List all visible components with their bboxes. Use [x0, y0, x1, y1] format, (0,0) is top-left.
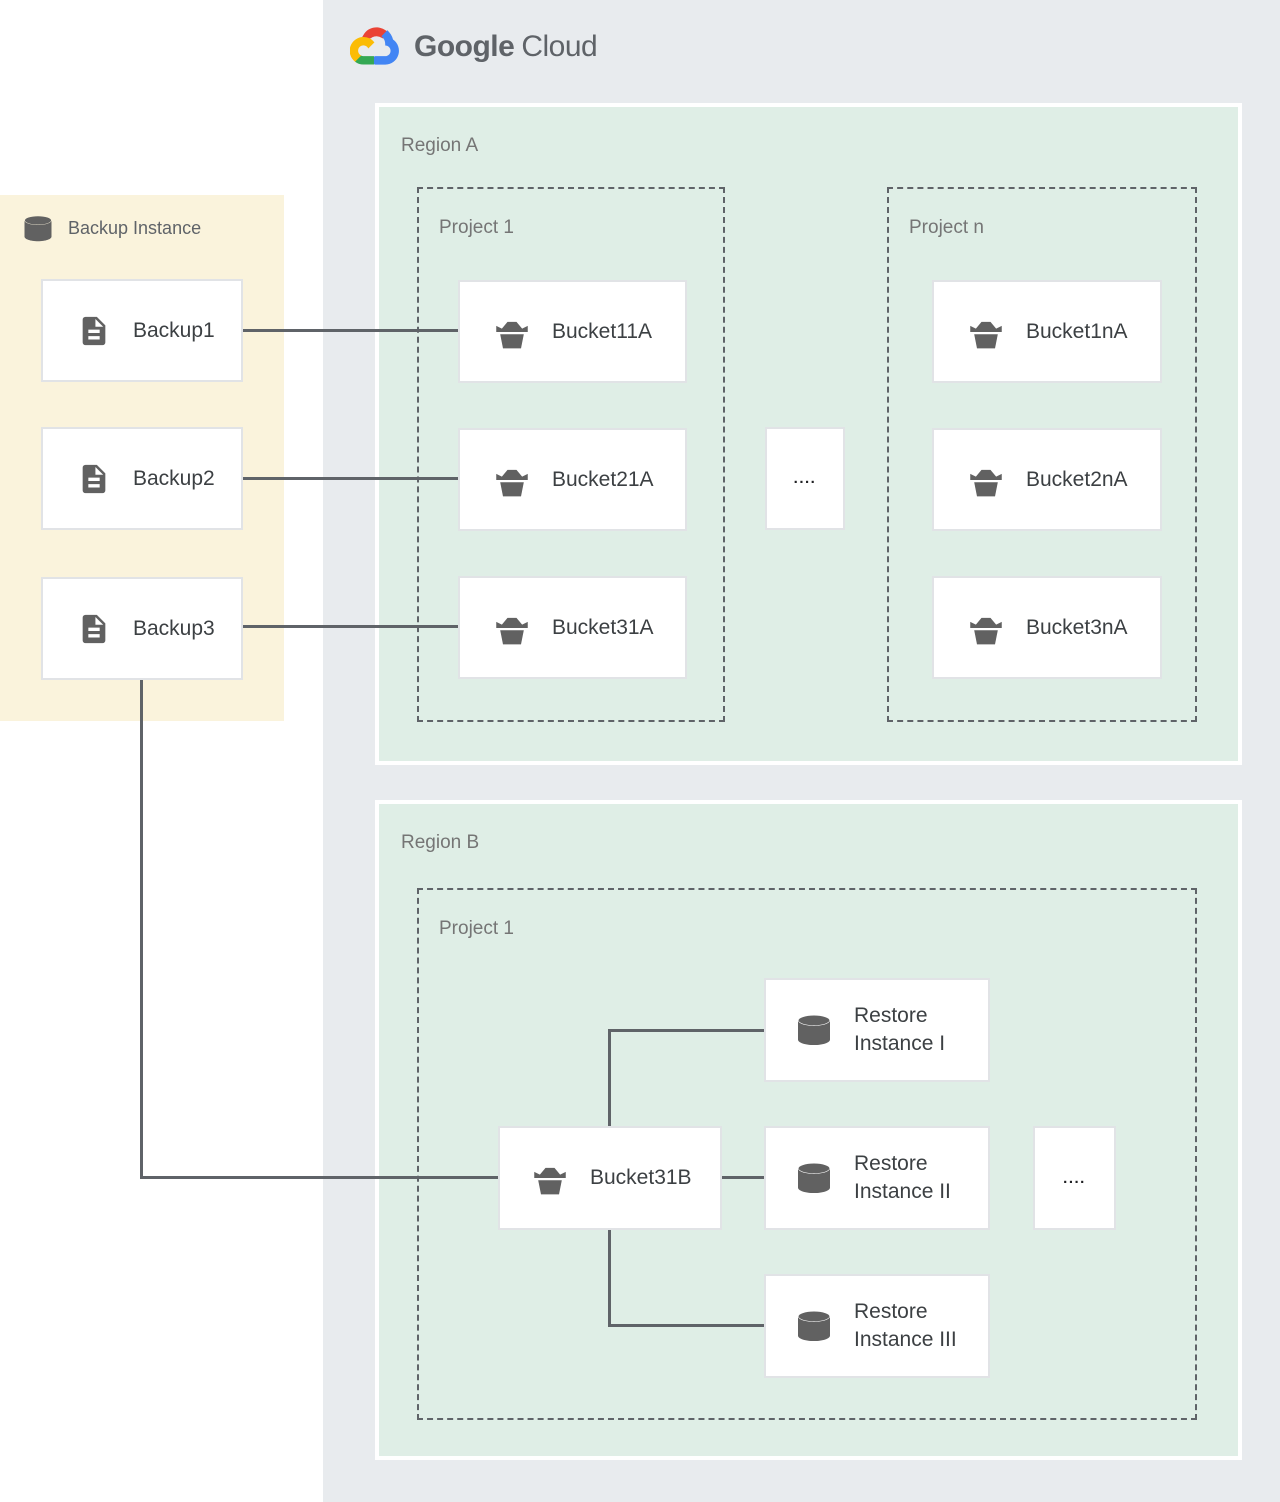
connector-backup3-down-segment	[140, 680, 143, 1179]
connector-backup2-bucket21a	[243, 477, 458, 480]
connector-bucket31b-restore2	[722, 1176, 764, 1179]
region-a-project-1-label: Project 1	[439, 217, 514, 238]
restore-instance-2-label: Restore Instance II	[854, 1150, 951, 1206]
restore-2-line2: Instance II	[854, 1180, 951, 1203]
database-icon	[794, 1014, 834, 1046]
storage-bucket-icon	[966, 314, 1006, 350]
connector-backup1-bucket11a	[243, 329, 458, 332]
node-bucket11a: Bucket11A	[458, 280, 687, 383]
logo-word-cloud: Cloud	[521, 30, 598, 63]
storage-bucket-icon	[966, 462, 1006, 498]
connector-backup3-bucket31a	[243, 625, 458, 628]
node-backup1: Backup1	[41, 279, 243, 382]
region-b-label: Region B	[401, 832, 480, 853]
bucket31a-label: Bucket31A	[552, 615, 654, 639]
node-ellipsis-region-a: ....	[765, 427, 845, 530]
restore-instance-1-label: Restore Instance I	[854, 1002, 945, 1058]
google-cloud-icon	[350, 27, 399, 65]
restore-3-line1: Restore	[854, 1300, 928, 1323]
ellipsis-label: ....	[793, 470, 817, 487]
connector-bucket31b-restore1	[608, 1029, 764, 1032]
storage-bucket-icon	[492, 314, 532, 350]
backup-instance-title: Backup Instance	[68, 218, 202, 238]
backup1-label: Backup1	[133, 318, 215, 342]
node-bucket31b: Bucket31B	[498, 1126, 722, 1230]
node-restore-instance-1: Restore Instance I	[764, 978, 990, 1082]
node-ellipsis-region-b: ....	[1033, 1126, 1116, 1230]
region-a-project-1-box: Project 1	[417, 187, 725, 722]
bucket21a-label: Bucket21A	[552, 467, 654, 491]
node-bucket2na: Bucket2nA	[932, 428, 1162, 531]
backup-instance-header: Backup Instance	[20, 215, 201, 242]
storage-bucket-icon	[530, 1160, 570, 1196]
storage-bucket-icon	[492, 462, 532, 498]
bucket11a-label: Bucket11A	[552, 319, 653, 343]
node-restore-instance-2: Restore Instance II	[764, 1126, 990, 1230]
restore-instance-3-label: Restore Instance III	[854, 1298, 957, 1354]
backup3-label: Backup3	[133, 616, 215, 640]
restore-1-line1: Restore	[854, 1004, 928, 1027]
ellipsis-label: ....	[1063, 1169, 1086, 1187]
database-icon	[794, 1310, 834, 1342]
document-icon	[77, 312, 111, 350]
connector-backup3-bucket31b	[140, 1176, 498, 1179]
node-bucket3na: Bucket3nA	[932, 576, 1162, 679]
storage-bucket-icon	[492, 610, 532, 646]
node-backup3: Backup3	[41, 577, 243, 680]
node-restore-instance-3: Restore Instance III	[764, 1274, 990, 1378]
connector-bucket31b-up-segment	[608, 1029, 611, 1126]
backup2-label: Backup2	[133, 466, 215, 490]
node-bucket21a: Bucket21A	[458, 428, 687, 531]
connector-bucket31b-down-segment	[608, 1230, 611, 1327]
restore-3-line2: Instance III	[854, 1328, 957, 1351]
connector-bucket31b-restore3	[608, 1324, 764, 1327]
region-b-project-1-box: Project 1	[417, 888, 1197, 1420]
logo-word-google: Google	[414, 30, 515, 63]
restore-1-line2: Instance I	[854, 1032, 946, 1055]
document-icon	[77, 460, 111, 498]
region-b-project-1-label: Project 1	[439, 918, 514, 939]
database-icon	[794, 1162, 834, 1194]
storage-bucket-icon	[966, 610, 1006, 646]
node-backup2: Backup2	[41, 427, 243, 530]
restore-2-line1: Restore	[854, 1152, 928, 1175]
region-a-project-n-label: Project n	[909, 217, 984, 238]
bucket31b-label: Bucket31B	[590, 1166, 692, 1189]
region-a-label: Region A	[401, 135, 479, 156]
database-icon	[24, 215, 52, 242]
node-bucket31a: Bucket31A	[458, 576, 687, 679]
bucket2na-label: Bucket2nA	[1026, 467, 1128, 491]
region-a-project-n-box: Project n	[887, 187, 1197, 722]
bucket1na-label: Bucket1nA	[1026, 319, 1128, 343]
bucket3na-label: Bucket3nA	[1026, 615, 1128, 639]
node-bucket1na: Bucket1nA	[932, 280, 1162, 383]
document-icon	[77, 610, 111, 648]
